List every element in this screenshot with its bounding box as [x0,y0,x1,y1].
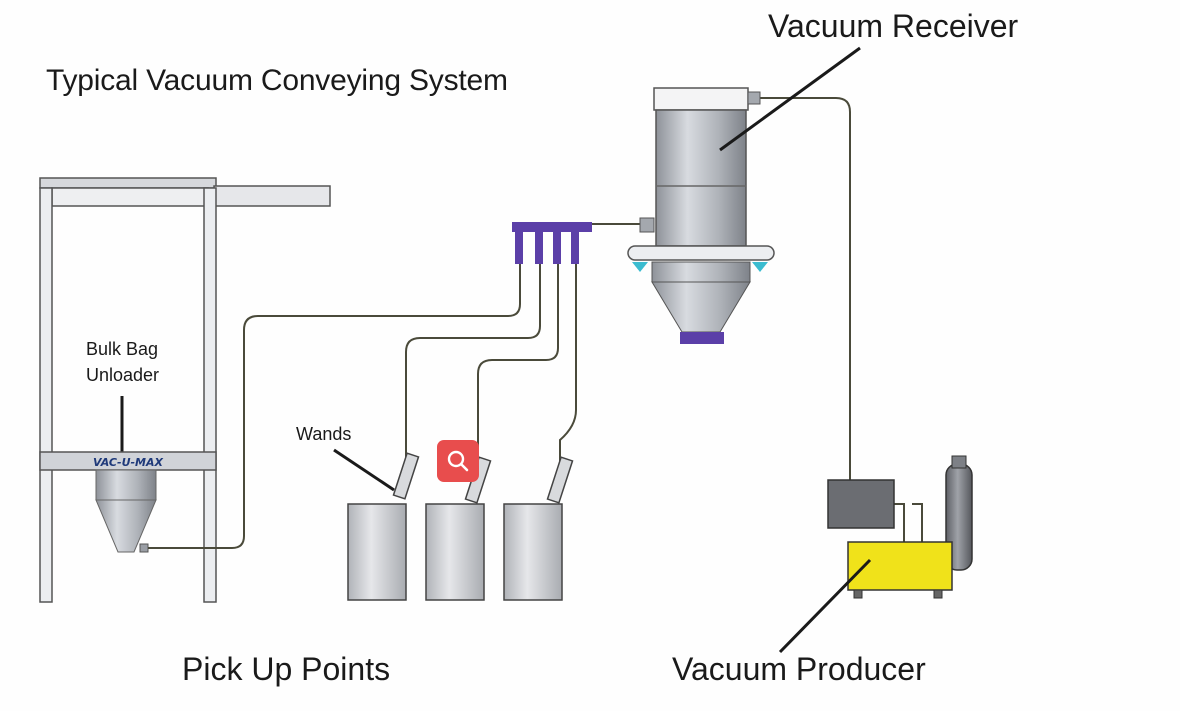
label-pick-up-points: Pick Up Points [182,651,391,687]
producer-pointer-line [778,558,872,654]
pickup-bin [347,503,407,601]
bulk-bag-unloader: VAC-U-MAX [39,177,331,603]
receiver-pointer-line [719,46,861,152]
pick-up-points [333,448,574,601]
vacuum-receiver [627,46,861,344]
zoom-button[interactable] [437,440,479,482]
conveying-lines [148,97,923,549]
pickup-bin [425,503,485,601]
label-vacuum-producer: Vacuum Producer [672,651,926,687]
wands-pointer-line [333,448,395,492]
label-bulk-bag-line2: Unloader [86,365,160,385]
label-bulk-bag-line1: Bulk Bag [86,339,159,359]
magnifier-icon [447,450,469,472]
diagram-title: Typical Vacuum Conveying System [46,64,508,97]
label-vacuum-receiver: Vacuum Receiver [768,8,1019,44]
label-bulk-bag-unloader: Bulk Bag Unloader [86,336,159,388]
wand [392,452,420,500]
vacuum-producer [778,455,973,654]
wand [546,456,574,504]
manifold [512,222,592,264]
brand-plate-text: VAC-U-MAX [93,456,164,469]
pickup-bin [503,503,563,601]
label-wands: Wands [296,424,352,444]
